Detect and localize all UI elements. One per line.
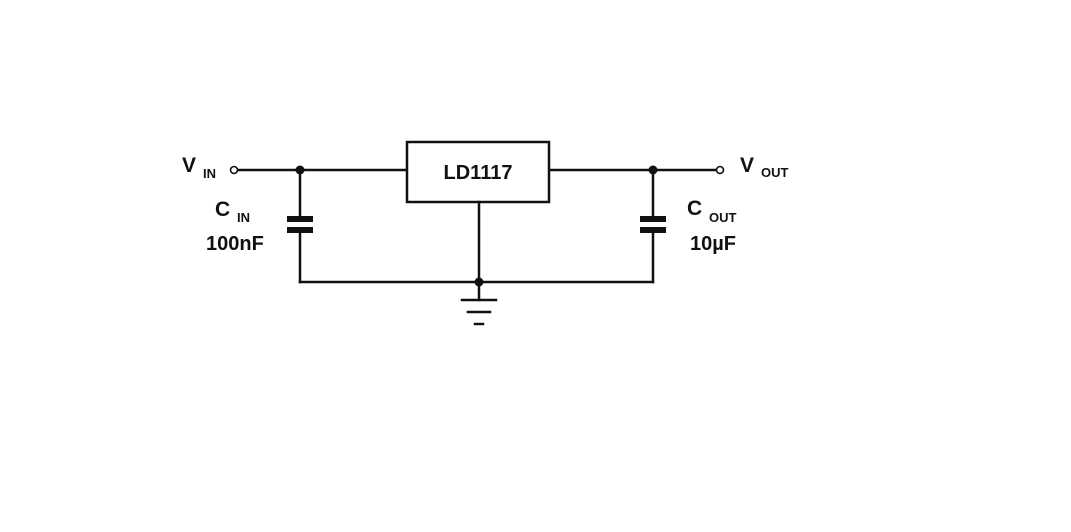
cout-label: C OUT — [687, 197, 737, 225]
input-terminal — [229, 165, 239, 175]
junction-dot-input — [295, 165, 305, 175]
regulator-label: LD1117 — [444, 162, 513, 184]
cin-label: C IN — [215, 198, 250, 225]
output-label: V OUT — [740, 154, 789, 180]
junction-dot-ground — [474, 277, 484, 287]
cin-value: 100nF — [206, 233, 264, 255]
output-terminal — [715, 165, 725, 175]
cout-value: 10µF — [690, 233, 736, 255]
junction-dot-output — [648, 165, 658, 175]
input-label: V IN — [182, 154, 216, 181]
regulator-block — [405, 140, 551, 204]
